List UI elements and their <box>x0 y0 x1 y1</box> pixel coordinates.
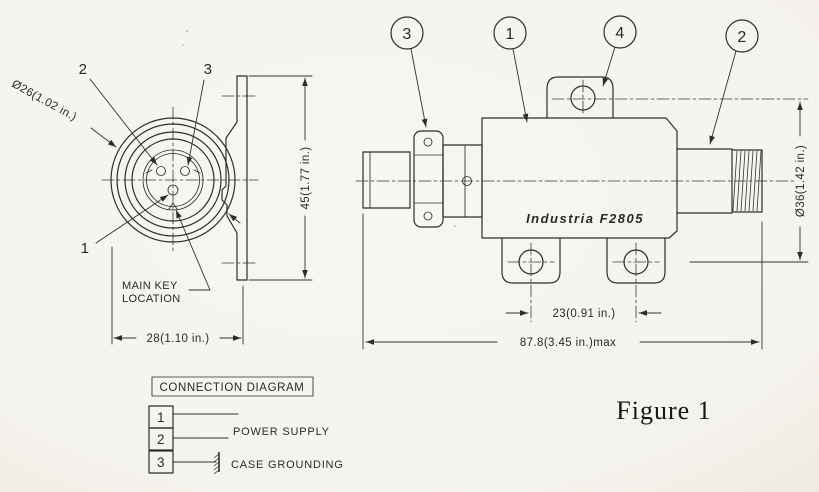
overall-length-dimension: 87.8(3.45 in.)max <box>362 213 763 350</box>
case-grounding-label: CASE GROUNDING <box>231 459 344 471</box>
thread-hatching <box>732 150 762 212</box>
front-height-label: 45(1.77 in.) <box>300 147 312 210</box>
flange-profile <box>221 75 248 281</box>
pin-cell-1: 1 <box>157 410 165 425</box>
pin-2 <box>156 166 166 176</box>
balloon-2-label: 2 <box>737 29 746 46</box>
balloon-2-leader <box>709 50 737 145</box>
balloon-3-leader <box>410 48 428 128</box>
scan-specks <box>182 29 456 227</box>
balloon-1-leader <box>512 48 529 123</box>
balloon-4 <box>603 15 637 49</box>
device-label: Industria F2805 <box>526 211 644 226</box>
balloon-3-label: 3 <box>402 26 411 43</box>
main-key-leader <box>175 209 211 291</box>
top-mounting-tab <box>546 76 614 119</box>
balloon-2 <box>725 19 759 53</box>
main-key-text-line2: LOCATION <box>122 293 181 305</box>
main-key-note: MAIN KEY LOCATION <box>122 209 211 305</box>
threaded-connector <box>676 148 763 214</box>
pin-table: 1 2 3 <box>148 405 174 474</box>
main-key-notch <box>168 202 178 210</box>
balloon-1-label: 1 <box>505 26 514 43</box>
balloon-callouts: 3 1 4 2 <box>390 15 759 145</box>
ground-symbol-icon <box>213 452 220 475</box>
flange-pointer-arrow <box>228 213 241 224</box>
front-width-dimension: 28(1.10 in.) <box>111 246 244 345</box>
wiring <box>172 413 239 475</box>
hole-spacing-dimension: 23(0.91 in.) <box>505 308 662 320</box>
pin-callouts: 2 3 1 <box>79 61 213 257</box>
side-diameter-dimension: Ø36(1.42 in.) <box>689 101 809 263</box>
connection-diagram-title-box <box>151 376 314 397</box>
pin-3 <box>180 166 190 176</box>
connection-diagram: CONNECTION DIAGRAM 1 2 3 POWER SUPPLY CA… <box>148 376 344 475</box>
balloon-4-label: 4 <box>615 25 624 42</box>
balloon-3 <box>390 16 424 50</box>
overall-length-label: 87.8(3.45 in.)max <box>520 337 616 349</box>
pin-1-leader <box>95 194 169 244</box>
pin-2-label: 2 <box>79 61 88 78</box>
pin-2-leader <box>89 78 158 166</box>
transducer-body <box>481 117 678 239</box>
hole-spacing-label: 23(0.91 in.) <box>553 308 616 320</box>
pin-1 <box>167 184 179 196</box>
side-view: Industria F2805 <box>355 15 809 350</box>
balloon-4-leader <box>602 46 616 87</box>
connector-pins <box>156 166 190 196</box>
figure-caption: Figure 1 <box>616 396 711 425</box>
main-key-text-line1: MAIN KEY <box>122 280 178 292</box>
front-height-dimension: 45(1.77 in.) <box>248 75 313 281</box>
front-width-label: 28(1.10 in.) <box>147 333 210 345</box>
pressure-port-endcap <box>362 151 411 209</box>
connection-diagram-title: CONNECTION DIAGRAM <box>160 382 305 394</box>
power-supply-label: POWER SUPPLY <box>233 426 330 438</box>
connector-rings <box>110 117 236 243</box>
pin-3-leader <box>186 79 205 166</box>
pin-1-label: 1 <box>81 240 90 257</box>
mounting-feet <box>501 237 666 323</box>
pin-cell-2: 2 <box>157 432 165 447</box>
side-diameter-label: Ø36(1.42 in.) <box>795 145 807 217</box>
pin-3-label: 3 <box>204 61 213 78</box>
weep-hole <box>462 176 472 186</box>
balloon-1 <box>493 16 527 50</box>
pin-cell-3: 3 <box>157 455 165 470</box>
